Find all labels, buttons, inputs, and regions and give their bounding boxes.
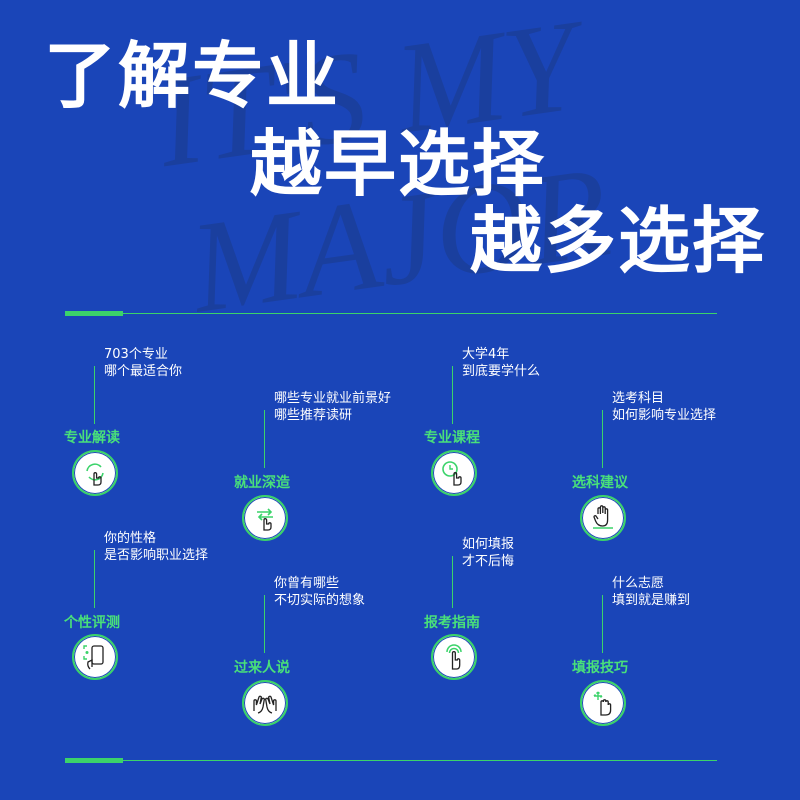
item-label: 报考指南 — [424, 615, 480, 631]
connector-line — [602, 410, 603, 468]
item-label: 专业课程 — [424, 430, 480, 446]
item-icon-circle — [242, 495, 288, 541]
headline-line-3: 越多选择 — [470, 199, 767, 283]
item-desc-line-1: 大学4年 — [462, 347, 510, 362]
move-hand-icon — [593, 691, 612, 716]
item-desc: 如何填报 才不后悔 — [462, 536, 514, 570]
item-desc: 你的性格 是否影响职业选择 — [104, 530, 208, 564]
item-desc-line-1: 如何填报 — [462, 537, 515, 552]
connector-line — [264, 595, 265, 653]
item-desc-line-2: 到底要学什么 — [462, 364, 541, 379]
item-desc-line-2: 填到就是赚到 — [612, 593, 691, 608]
item-desc-line-2: 是否影响职业选择 — [104, 548, 209, 563]
hand-select-icon — [593, 505, 613, 529]
item-label: 选科建议 — [572, 475, 628, 491]
item-desc-line-1: 什么志愿 — [612, 576, 665, 591]
item-label: 个性评测 — [64, 615, 120, 631]
item-icon-circle — [580, 495, 626, 541]
headline-line-1: 了解专业 — [44, 34, 341, 118]
item-desc: 你曾有哪些 不切实际的想象 — [274, 575, 365, 609]
connector-line — [452, 366, 453, 424]
phone-hand-icon — [83, 645, 104, 670]
connector-line — [452, 556, 453, 608]
item-desc-line-1: 选考科目 — [612, 391, 665, 406]
item-desc-line-1: 哪些专业就业前景好 — [274, 391, 392, 406]
two-hands-icon — [253, 695, 277, 714]
item-desc: 什么志愿 填到就是赚到 — [612, 575, 690, 609]
item-desc: 哪些专业就业前景好 哪些推荐读研 — [274, 390, 391, 424]
item-icon-circle — [242, 680, 288, 726]
watermark-text: IT'S MY MAJOR — [150, 20, 617, 320]
item-label: 填报技巧 — [572, 660, 628, 676]
item-desc-line-1: 你曾有哪些 — [274, 576, 340, 591]
bottom-divider-accent — [65, 758, 123, 763]
item-icon-circle — [72, 634, 118, 680]
connector-line — [94, 366, 95, 424]
swap-hand-icon — [257, 508, 273, 531]
item-desc-line-2: 哪些推荐读研 — [274, 408, 353, 423]
item-desc: 选考科目 如何影响专业选择 — [612, 390, 716, 424]
item-icon-circle — [72, 450, 118, 496]
item-desc-line-2: 哪个最适合你 — [104, 364, 183, 379]
connector-line — [602, 595, 603, 653]
item-desc-line-1: 703个专业 — [104, 347, 168, 362]
item-desc-line-2: 如何影响专业选择 — [612, 408, 717, 423]
item-label: 就业深造 — [234, 475, 290, 491]
item-desc: 703个专业 哪个最适合你 — [104, 346, 182, 380]
headline-line-2: 越早选择 — [250, 122, 547, 206]
top-divider — [65, 313, 717, 314]
item-icon-circle — [431, 634, 477, 680]
item-label: 专业解读 — [64, 430, 120, 446]
item-icon-circle — [580, 680, 626, 726]
refresh-hand-icon — [86, 463, 104, 486]
top-divider-accent — [65, 311, 123, 316]
item-desc-line-2: 不切实际的想象 — [274, 593, 366, 608]
item-desc: 大学4年 到底要学什么 — [462, 346, 540, 380]
item-icon-circle — [431, 450, 477, 496]
connector-line — [264, 410, 265, 468]
item-label: 过来人说 — [234, 660, 290, 676]
bottom-divider — [65, 760, 717, 761]
connector-line — [94, 550, 95, 608]
item-desc-line-1: 你的性格 — [104, 531, 157, 546]
item-desc-line-2: 才不后悔 — [462, 554, 515, 569]
clock-hand-icon — [442, 461, 462, 486]
touch-hand-icon — [446, 644, 462, 670]
